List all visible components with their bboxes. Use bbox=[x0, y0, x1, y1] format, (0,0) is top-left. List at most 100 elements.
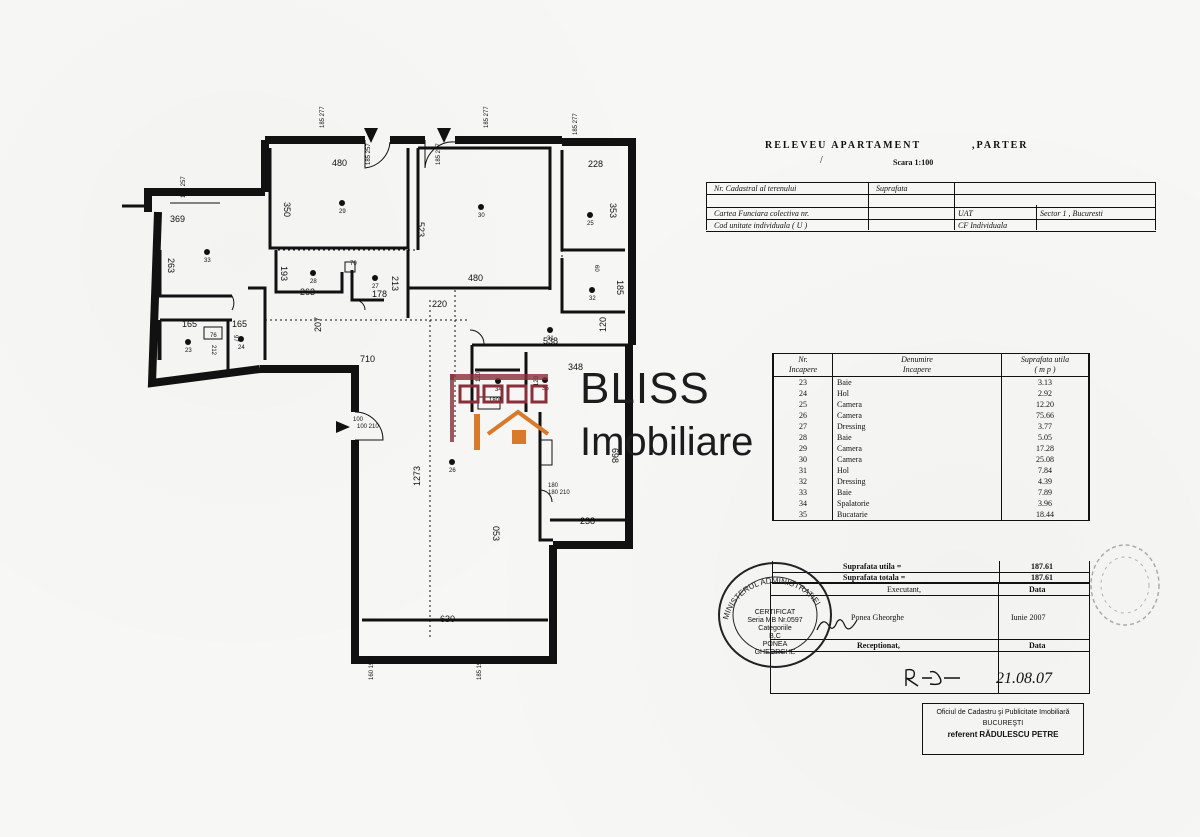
room-nr: 31 bbox=[773, 465, 833, 476]
header-denumire: Denumire bbox=[901, 355, 933, 364]
rooms-table-header: Nr. Incapere Denumire Incapere Suprafata… bbox=[773, 354, 1089, 377]
dim-212: 212 bbox=[210, 345, 216, 356]
room-nr: 27 bbox=[773, 421, 833, 432]
window-label-9: 100 210 bbox=[357, 424, 379, 430]
dim-193: 193 bbox=[279, 266, 289, 281]
room-nr: 35 bbox=[773, 509, 833, 520]
tick-mark: / bbox=[820, 155, 823, 166]
room-name: Baie bbox=[832, 432, 1002, 443]
dim-263: 263 bbox=[300, 287, 315, 297]
room-area: 7.89 bbox=[1001, 487, 1089, 498]
room-number-33: 33 bbox=[204, 258, 211, 264]
dim-263v: 263 bbox=[166, 258, 176, 273]
dim-120b: 120 bbox=[534, 375, 540, 386]
room-number-27: 27 bbox=[372, 284, 379, 290]
room-area: 18.44 bbox=[1001, 509, 1089, 520]
bliss-logo-icon bbox=[450, 374, 550, 450]
window-labels: 185 277 185 277 185 277 185 257 185 257 … bbox=[181, 106, 579, 680]
room-markers bbox=[185, 200, 595, 465]
room-number-31: 31 bbox=[547, 336, 554, 342]
room-name: Hol bbox=[832, 388, 1002, 399]
dim-207: 207 bbox=[313, 317, 323, 332]
room-number-23: 23 bbox=[185, 348, 192, 354]
document-title: RELEVEU APARTAMENT bbox=[765, 140, 922, 151]
watermark-brand: BLISS bbox=[580, 364, 710, 413]
room-number-26: 26 bbox=[449, 468, 456, 474]
cadastral-table: Nr. Cadastral al terenului Suprafata Car… bbox=[706, 182, 1156, 232]
room-area: 3.13 bbox=[1001, 376, 1089, 388]
room-nr: 32 bbox=[773, 476, 833, 487]
ocpi-referent-label: referent bbox=[947, 730, 978, 739]
stamp-seria: Seria MB Nr.0597 bbox=[747, 617, 803, 624]
room-name: Baie bbox=[832, 487, 1002, 498]
room-name: Spalatorie bbox=[832, 498, 1002, 509]
dim-238: 238 bbox=[580, 516, 595, 526]
dim-053: 053 bbox=[491, 526, 501, 541]
room-nr: 24 bbox=[773, 388, 833, 399]
dim-630: 630 bbox=[440, 614, 455, 624]
windows bbox=[157, 136, 600, 664]
room-number-28: 28 bbox=[310, 279, 317, 285]
room-name: Hol bbox=[832, 465, 1002, 476]
cod-unitate-label: Cod unitate individuala ( U ) bbox=[714, 221, 808, 230]
receptie-date: 21.08.07 bbox=[996, 670, 1052, 687]
executant-date: Iunie 2007 bbox=[1011, 613, 1046, 622]
window-label-4: 185 257 bbox=[181, 176, 187, 198]
room-name: Bucatarie bbox=[832, 509, 1002, 520]
dashed-lines bbox=[265, 249, 563, 640]
dim-523: 523 bbox=[416, 222, 426, 237]
suprafata-utila-value: 187.61 bbox=[1031, 562, 1053, 571]
suprafata-totala-label: Suprafata totala = bbox=[843, 573, 906, 582]
cadastral-vline-1 bbox=[868, 182, 869, 230]
suprafata-utila-label: Suprafata utila = bbox=[843, 562, 902, 571]
ocpi-line2: BUCUREŞTI bbox=[982, 720, 1024, 727]
room-nr: 29 bbox=[773, 443, 833, 454]
floor-label: ,PARTER bbox=[972, 140, 1029, 151]
dim-348: 348 bbox=[568, 362, 583, 372]
cadastral-row-2: Cartea Funciara colectiva nr. UAT Sector… bbox=[706, 207, 1156, 219]
dim-165: 165 bbox=[182, 319, 197, 329]
dim-97: 97 bbox=[232, 335, 238, 342]
cadastral-row-spacer bbox=[706, 194, 1156, 207]
header-nr: Nr. bbox=[798, 355, 808, 364]
cadastral-vline-0 bbox=[706, 182, 707, 230]
room-nr: 33 bbox=[773, 487, 833, 498]
room-nr: 26 bbox=[773, 410, 833, 421]
room-area: 7.84 bbox=[1001, 465, 1089, 476]
room-nr: 28 bbox=[773, 432, 833, 443]
dim-228: 228 bbox=[588, 159, 603, 169]
faded-stamp-icon bbox=[1090, 544, 1160, 626]
dim-480b: 480 bbox=[468, 273, 483, 283]
dim-165b: 165 bbox=[232, 319, 247, 329]
suprafata-utila-row: Suprafata utila = 187.61 bbox=[772, 561, 1090, 573]
stamp-bc: B,C bbox=[769, 633, 781, 640]
dim-1273: 1273 bbox=[412, 466, 422, 486]
receptionat-label: Receptionat, bbox=[857, 641, 900, 650]
header-incapere2: Incapere bbox=[902, 365, 932, 374]
cadastral-vline-3 bbox=[1036, 205, 1037, 230]
window-label-3: 185 277 bbox=[573, 113, 579, 135]
dimension-labels: 480 350 523 228 353 369 263 193 263 213 … bbox=[166, 158, 625, 624]
dim-120: 120 bbox=[598, 317, 608, 332]
window-label-1: 185 277 bbox=[320, 106, 326, 128]
header-mp: ( m p ) bbox=[1034, 365, 1056, 374]
room-number-32: 32 bbox=[589, 296, 596, 302]
scale-label: Scara 1:100 bbox=[893, 158, 934, 167]
receptionat-signature-icon bbox=[905, 668, 960, 687]
dim-213: 213 bbox=[390, 276, 400, 291]
stamp-gheorghe: GHEORGHE bbox=[754, 649, 796, 656]
suprafata-totala-value: 187.61 bbox=[1031, 573, 1053, 582]
window-label-8: 185 197 bbox=[477, 658, 483, 680]
stamp-categoria: Categoriile bbox=[758, 625, 792, 632]
room-area: 4.39 bbox=[1001, 476, 1089, 487]
stamp-ponea: PONEA bbox=[762, 641, 788, 648]
ocpi-box: Oficiul de Cadastru şi Publicitate Imobi… bbox=[922, 703, 1084, 755]
